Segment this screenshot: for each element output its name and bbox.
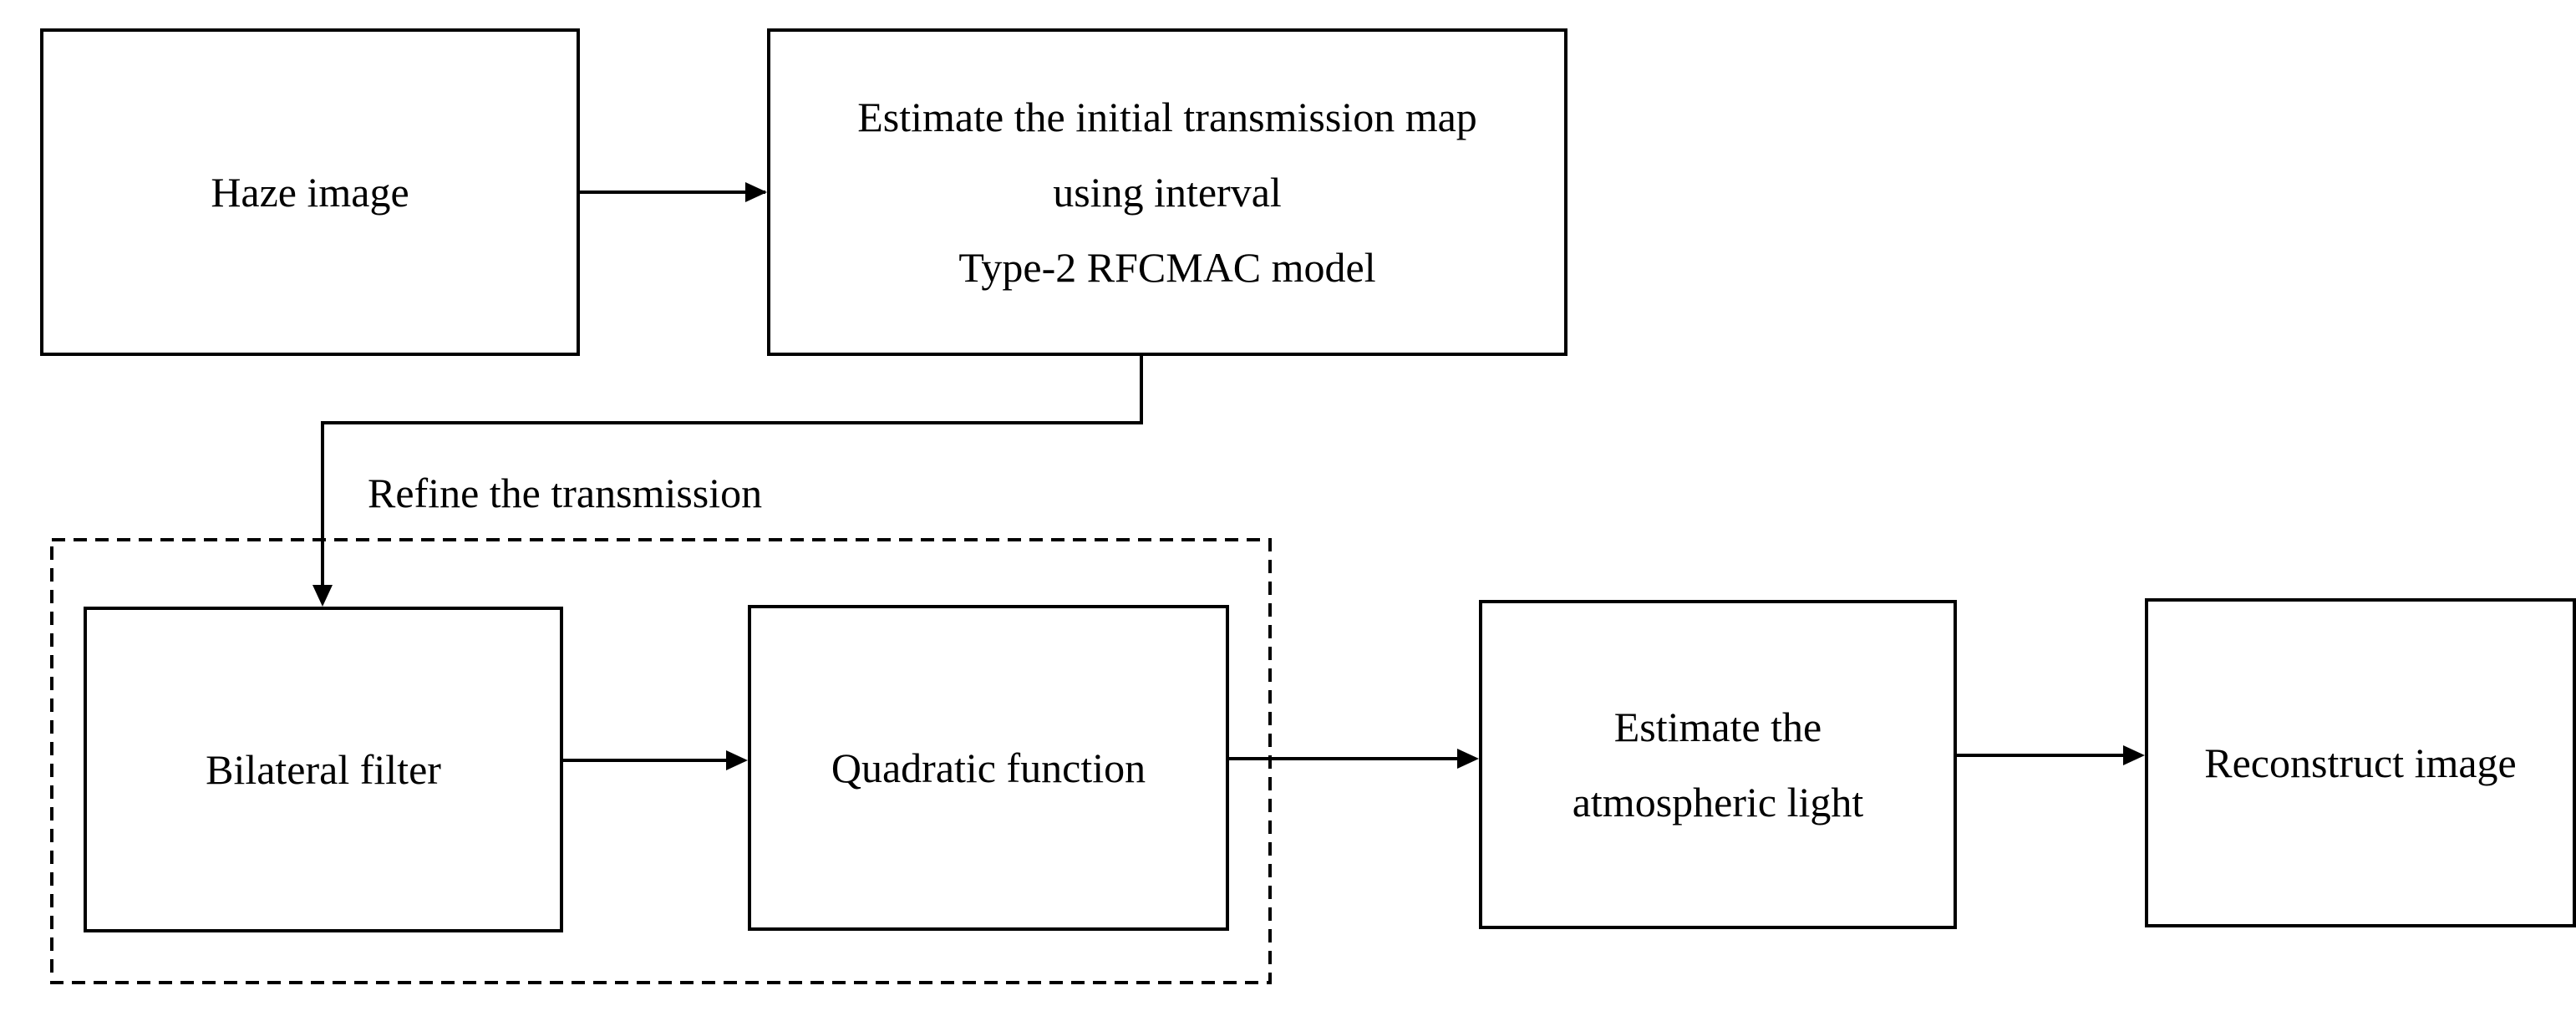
- arrowhead-quadratic-to-atmospheric: [1457, 749, 1479, 769]
- estimate-atmospheric-label: Estimate the atmospheric light: [1572, 704, 1864, 826]
- arrowhead-atmospheric-to-reconstruct: [2123, 745, 2145, 765]
- quadratic-function-node: Quadratic function: [748, 605, 1229, 931]
- refine-group-label: Refine the transmission: [368, 470, 763, 516]
- estimate-transmission-node: Estimate the initial transmission map us…: [767, 28, 1567, 356]
- haze-image-node: Haze image: [40, 28, 580, 356]
- arrow-estimate-to-bilateral: [321, 356, 1143, 585]
- arrowhead-estimate-to-bilateral: [312, 585, 333, 607]
- estimate-atmospheric-node: Estimate the atmospheric light: [1479, 600, 1957, 929]
- arrowhead-haze-to-estimate: [745, 182, 767, 202]
- haze-image-label: Haze image: [211, 169, 409, 216]
- bilateral-filter-node: Bilateral filter: [84, 607, 563, 932]
- quadratic-function-label: Quadratic function: [831, 744, 1146, 791]
- estimate-transmission-label: Estimate the initial transmission map us…: [857, 94, 1477, 291]
- reconstruct-image-label: Reconstruct image: [2204, 739, 2517, 786]
- reconstruct-image-node: Reconstruct image: [2145, 598, 2576, 927]
- bilateral-filter-label: Bilateral filter: [206, 746, 441, 793]
- arrowhead-bilateral-to-quadratic: [726, 750, 748, 770]
- refine-group-frame: [50, 538, 1272, 984]
